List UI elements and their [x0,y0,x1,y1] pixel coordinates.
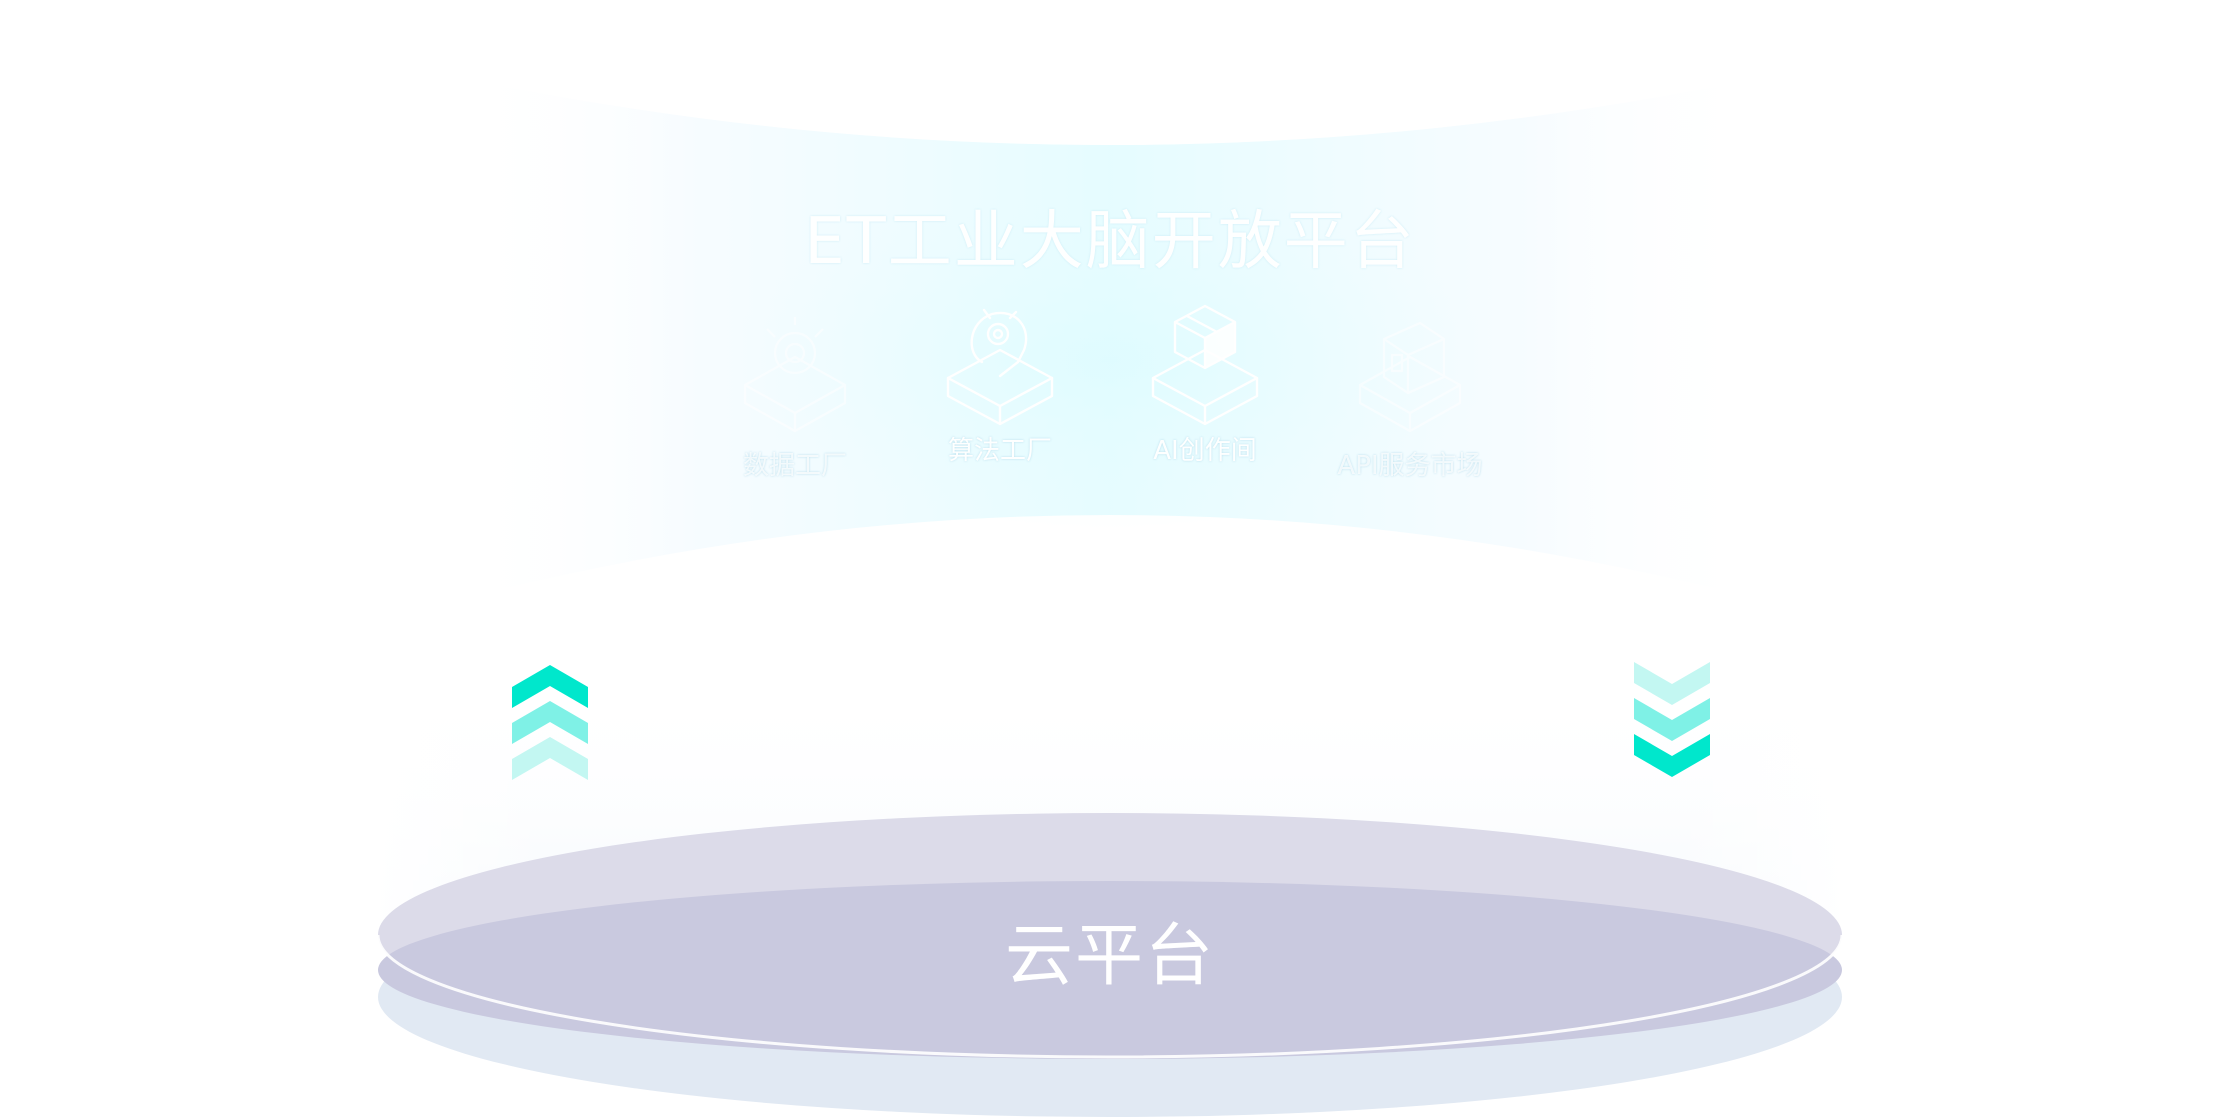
algorithm-factory-icon [946,308,1054,426]
chevrons-down-icon [1634,662,1710,777]
module-data-factory[interactable]: 数据工厂 [695,315,895,515]
module-ai-studio[interactable]: AI创作间 [1105,300,1305,500]
module-api-market[interactable]: API服务市场 [1310,315,1510,515]
cloud-platform-label: 云平台 [1004,917,1215,996]
api-market-icon [1358,321,1462,433]
module-ai-studio-label: AI创作间 [1153,436,1257,466]
ai-studio-icon [1151,304,1259,426]
module-algorithm-factory-label: 算法工厂 [947,436,1052,466]
module-data-factory-label: 数据工厂 [742,451,847,481]
platform-title: ET工业大脑开放平台 [804,205,1416,279]
module-algorithm-factory[interactable]: 算法工厂 [900,300,1100,500]
module-api-market-label: API服务市场 [1337,451,1483,481]
chevrons-up-icon [512,665,588,780]
data-factory-icon [743,317,847,433]
